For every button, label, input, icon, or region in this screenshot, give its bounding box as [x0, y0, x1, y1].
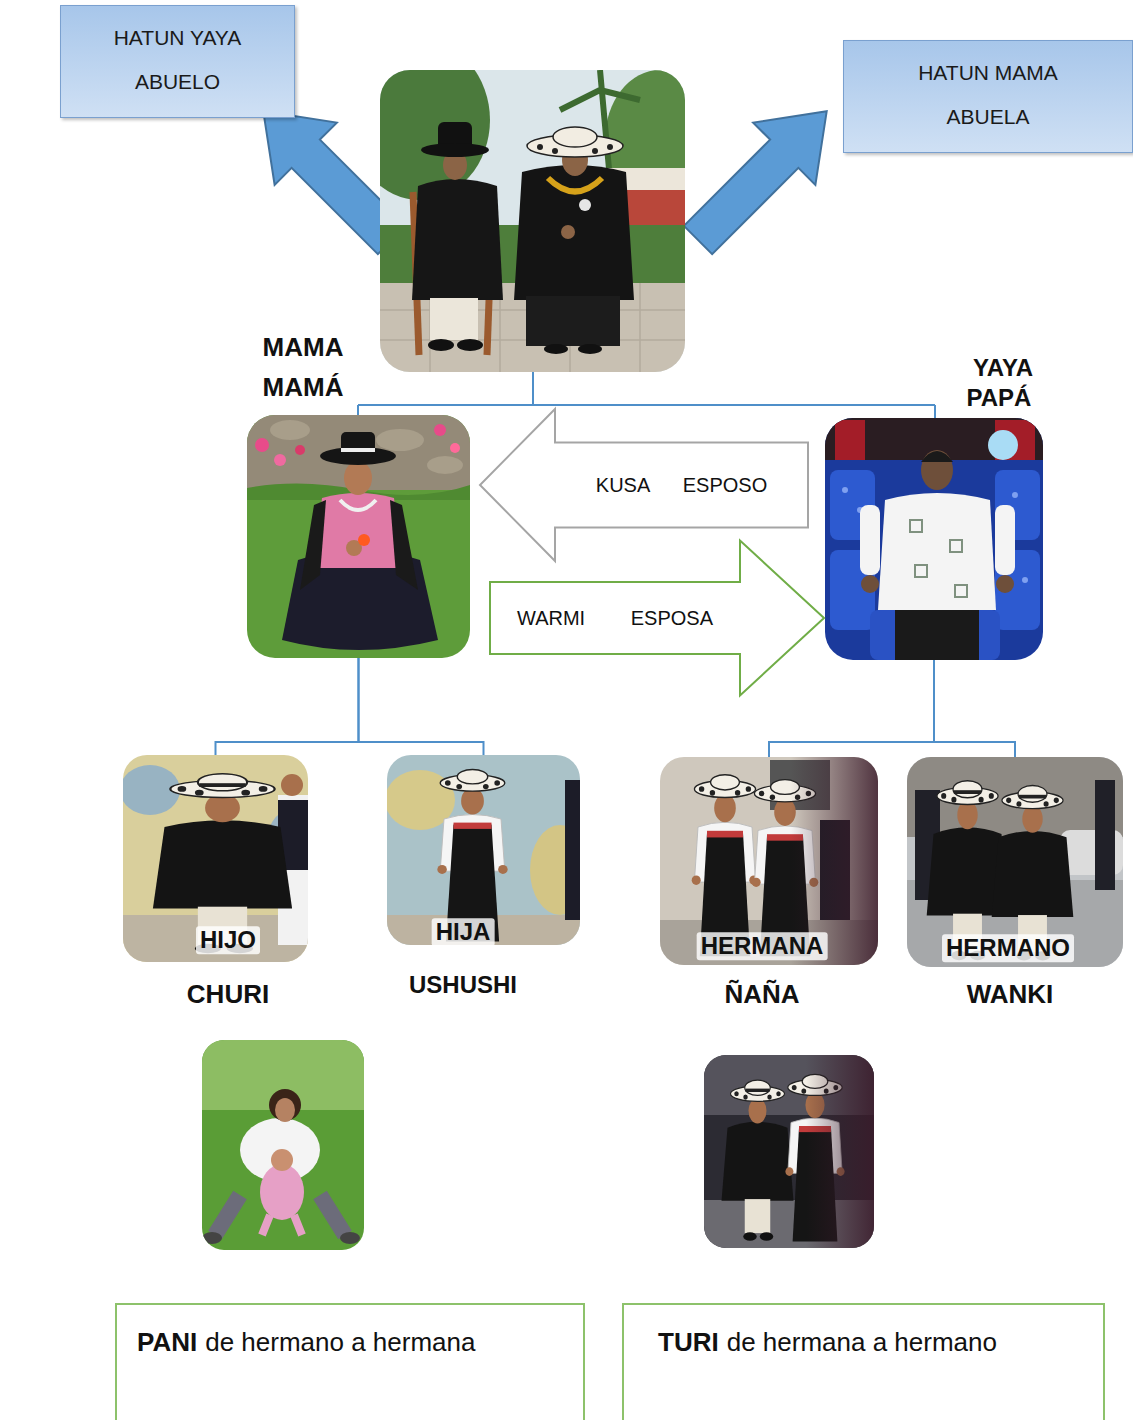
wife-block-arrow [490, 541, 824, 696]
family-line [769, 660, 934, 757]
node-label: ABUELA [947, 95, 1030, 139]
sister-photo: HERMANAÑAÑA [660, 757, 878, 965]
photo-caption: CHURI [183, 980, 273, 1010]
node-label: ABUELO [135, 60, 220, 104]
photo-caption: MAMÁ [259, 373, 348, 403]
family-line [359, 658, 484, 755]
photo-caption: MAMA [259, 333, 348, 363]
node-label: HATUN MAMA [918, 51, 1058, 95]
edge-label: WARMI ESPOSA [514, 607, 716, 630]
note-text: TURI [658, 1327, 719, 1358]
node-label: HATUN YAYA [114, 16, 242, 60]
photo-caption: PAPÁ [963, 384, 1036, 412]
photo-caption: USHUSHI [405, 971, 521, 999]
husband-block-arrow [480, 409, 808, 561]
photo-caption: ÑAÑA [720, 980, 803, 1010]
note-text: de hermano a hermana [205, 1327, 475, 1358]
note-text: PANI [137, 1327, 197, 1358]
grandfather-box: HATUN YAYAABUELO [60, 5, 295, 118]
photo-caption: HERMANA [697, 932, 828, 960]
photo-caption: WANKI [963, 980, 1058, 1010]
photo-caption: HERMANO [942, 934, 1074, 962]
brother-photo: HERMANOWANKI [907, 757, 1123, 967]
pani-note: PANI de hermano a hermana [115, 1303, 585, 1420]
son-photo: HIJOCHURI [123, 755, 308, 962]
note-text: de hermana a hermano [727, 1327, 997, 1358]
photo-caption: HIJA [432, 918, 495, 946]
family-line [216, 658, 359, 755]
family-line [934, 660, 1015, 757]
grandmother-box: HATUN MAMAABUELA [843, 40, 1133, 153]
photo-caption: HIJO [196, 926, 260, 954]
mother-photo: MAMAMAMÁ [247, 415, 470, 658]
edge-label: KUSA ESPOSO [593, 474, 770, 497]
photo-caption: YAYA [969, 354, 1037, 382]
father-photo: YAYAPAPÁ [825, 418, 1043, 660]
turi-note: TURI de hermana a hermano [622, 1303, 1105, 1420]
daughter-photo: HIJAUSHUSHI [387, 755, 580, 945]
